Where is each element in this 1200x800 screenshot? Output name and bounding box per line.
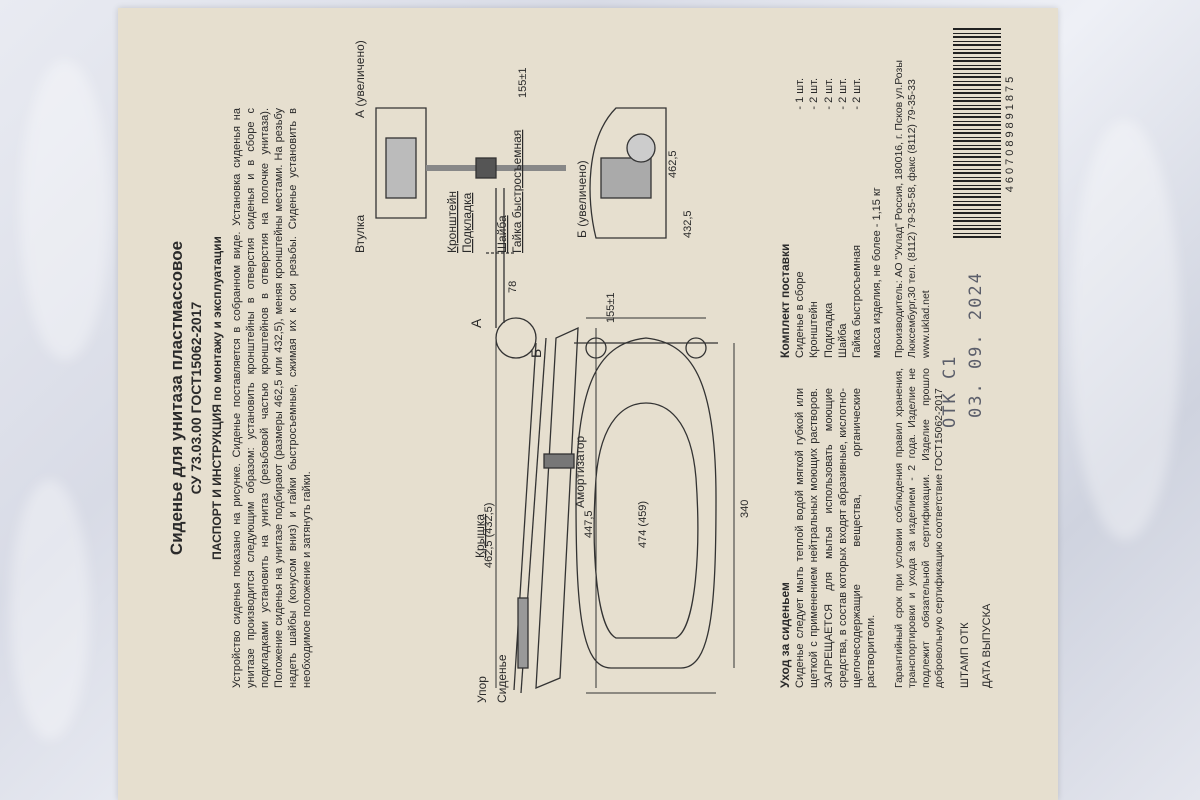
doc-title: Сиденье для унитаза пластмассовое: [167, 240, 186, 556]
kit-name: Сиденье в сборе: [794, 271, 807, 358]
dim-155: 155±1: [605, 292, 617, 323]
kit-row: Шайба - 2 шт.: [836, 78, 850, 358]
date-value: 03. 09. 2024: [966, 271, 986, 418]
side-view: [486, 188, 579, 694]
doc-model: СУ 73.03.00 ГОСТ15062-2017: [188, 301, 204, 495]
label-podkl: Подкладка: [460, 192, 474, 253]
stamp-label: ШТАМП ОТК: [959, 622, 971, 688]
doc-passport: ПАСПОРТ И ИНСТРУКЦИЯ по монтажу и эксплу…: [210, 236, 224, 560]
dim-340: 340: [739, 500, 751, 518]
label-gaika: Гайка быстросъемная: [510, 130, 524, 253]
kit-row: Гайка быстросъемная - 2 шт.: [850, 78, 864, 358]
dim-447: 447,5: [583, 510, 595, 538]
kit-row: Кронштейн - 2 шт.: [807, 78, 821, 358]
kit-qty: - 2 шт.: [836, 78, 849, 110]
dim-78: 78: [507, 281, 519, 293]
kit-row: Сиденье в сборе - 1 шт.: [793, 78, 807, 358]
label-kryshka: Крышка: [473, 514, 487, 558]
damper-upper: [517, 597, 529, 669]
description: Устройство сиденья показано на рисунке. …: [230, 108, 314, 688]
dim-4625: 462,5: [667, 150, 679, 178]
kit-name: Шайба: [836, 323, 849, 358]
kit-qty: - 2 шт.: [808, 78, 821, 110]
instruction-sheet: Сиденье для унитаза пластмассовое СУ 73.…: [118, 8, 1058, 800]
kit-row: Подкладка - 2 шт.: [822, 78, 836, 358]
detail-a: [375, 107, 566, 219]
sheet-content: Сиденье для унитаза пластмассовое СУ 73.…: [118, 8, 1058, 798]
producer-text: Производитель: АО "Уклад" Россия, 180016…: [893, 60, 932, 358]
description-text: Устройство сиденья показано на рисунке. …: [231, 108, 314, 688]
care-text: Сиденье следует мыть теплой водой мягкой…: [794, 388, 877, 688]
kit-name: Гайка быстросъемная: [850, 244, 863, 358]
label-vtulka: Втулка: [353, 215, 367, 253]
label-siden: Сиденье: [495, 654, 509, 703]
label-upor: Упор: [475, 676, 489, 703]
dim-155b: 155±1: [517, 67, 529, 98]
detail-b: [589, 107, 667, 239]
care-section: Уход за сиденьем Сиденье следует мыть те…: [778, 388, 878, 688]
warranty-text: Гарантийный срок при условии соблюдения …: [893, 368, 946, 688]
label-shaiba: Шайба: [495, 215, 509, 253]
kit-qty: - 2 шт.: [850, 78, 863, 110]
seat-drawing: Упор Сиденье Крышка Амортизатор А Б Втул…: [353, 40, 751, 703]
care-title: Уход за сиденьем: [778, 582, 792, 688]
kit-section: Комплект поставки Сиденье в сборе - 1 шт.…: [778, 78, 884, 358]
kit-name: Кронштейн: [808, 301, 821, 358]
stamp-value: ОТК С1: [940, 354, 960, 428]
label-a-zoom: А (увеличено): [353, 40, 367, 118]
label-b-zoom: Б (увеличено): [575, 160, 589, 238]
date-label: ДАТА ВЫПУСКА: [981, 603, 993, 688]
top-view: [574, 337, 718, 669]
dim-474: 474 (459): [637, 501, 649, 548]
dimension-lines: [495, 317, 735, 694]
barcode: [953, 28, 1001, 238]
label-kronsht: Кронштейн: [445, 191, 459, 253]
kit-name: Подкладка: [822, 302, 835, 358]
label-a: А: [468, 318, 484, 328]
label-amort: Амортизатор: [573, 436, 587, 508]
mass-text: масса изделия, не более - 1,15 кг: [870, 187, 883, 358]
barcode-number: 4607089891875: [1004, 73, 1016, 193]
label-b: Б: [528, 349, 544, 358]
dim-462: 462,5 (432,5): [483, 503, 495, 568]
kit-qty: - 1 шт.: [794, 78, 807, 110]
dim-4325: 432,5: [682, 210, 694, 238]
kit-title: Комплект поставки: [778, 243, 792, 358]
damper: [543, 453, 575, 469]
kit-qty: - 2 шт.: [822, 78, 835, 110]
